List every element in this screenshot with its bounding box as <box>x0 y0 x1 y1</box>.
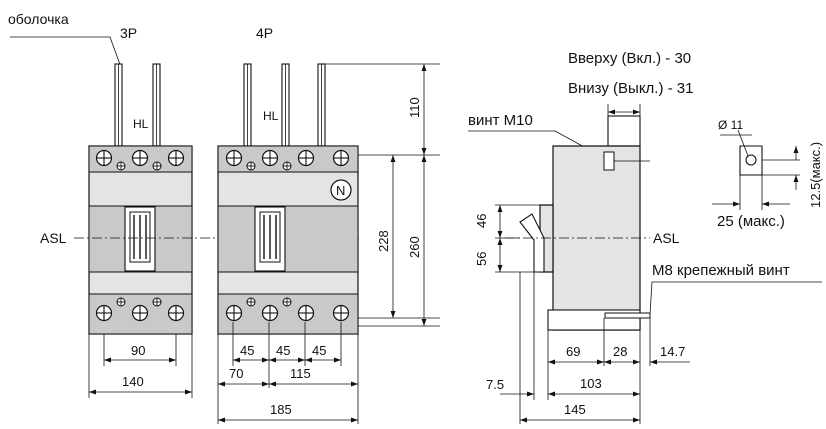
max-25-label: 25 (макс.) <box>717 213 785 230</box>
dim-140: 140 <box>122 374 144 389</box>
dim-45-1: 45 <box>240 343 254 358</box>
dim-14-7: 14.7 <box>660 344 685 359</box>
dim-115: 115 <box>290 366 311 381</box>
screw-m10-label: винт M10 <box>468 112 533 129</box>
dim-228: 228 <box>376 230 391 252</box>
dim-110: 110 <box>407 97 422 118</box>
screw-m8-leader <box>649 281 822 316</box>
top-on-label: Вверху (Вкл.) - 30 <box>568 50 691 67</box>
asl-label-right: ASL <box>653 230 680 246</box>
terminal-3p-bottom-2 <box>131 304 149 322</box>
side-handle <box>519 213 545 273</box>
side-view: Вверху (Вкл.) - 30 Внизу (Выкл.) - 31 ви… <box>468 50 822 424</box>
terminal-detail: Ø 11 12.5(макс.) 25 (макс.) <box>712 118 823 230</box>
hl-3p-label: HL <box>133 117 149 131</box>
dim-103: 103 <box>580 376 602 391</box>
bottom-off-label: Внизу (Выкл.) - 31 <box>568 80 694 97</box>
dim-69: 69 <box>566 344 580 359</box>
neutral-marker <box>330 179 352 201</box>
terminal-3p-top-2 <box>131 149 149 167</box>
neutral-label: N <box>336 183 345 198</box>
screw-m8-label: M8 крепежный винт <box>652 262 790 279</box>
pole-4p-label: 4P <box>256 25 273 41</box>
dim-185: 185 <box>270 402 292 417</box>
dim-90: 90 <box>131 343 145 358</box>
front-view-3p: оболочка 3P HL <box>8 11 360 398</box>
dim-260: 260 <box>407 236 422 258</box>
terminal-3p-bottom-3 <box>167 304 185 322</box>
dim-45-3: 45 <box>312 343 326 358</box>
hl-4p-label: HL <box>263 109 279 123</box>
dim-7-5: 7.5 <box>486 377 504 392</box>
front-view-4p: 4P HL N <box>217 25 440 424</box>
terminal-3p-bottom-1 <box>95 304 113 322</box>
asl-label-left: ASL <box>40 230 67 246</box>
dim-145: 145 <box>564 402 586 417</box>
shell-label: оболочка <box>8 11 69 27</box>
dim-70: 70 <box>229 366 243 381</box>
terminal-3p-top-3 <box>167 149 185 167</box>
max-12-5-label: 12.5(макс.) <box>808 142 823 208</box>
terminal-3p-top-1 <box>95 149 113 167</box>
dim-46: 46 <box>474 214 489 228</box>
shell-leader <box>10 36 123 71</box>
dim-56: 56 <box>474 252 489 266</box>
hole-diameter-label: Ø 11 <box>718 118 743 132</box>
dim-28: 28 <box>613 344 627 359</box>
pole-3p-label: 3P <box>120 25 137 41</box>
dim-45-2: 45 <box>276 343 290 358</box>
